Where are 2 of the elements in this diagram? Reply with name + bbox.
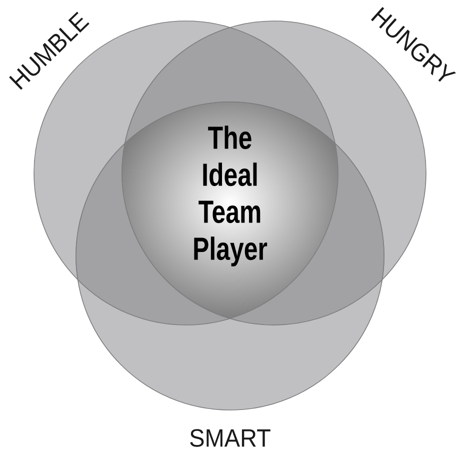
circle-label: SMART xyxy=(190,429,270,447)
center-region: The Ideal Team Player xyxy=(122,102,338,319)
